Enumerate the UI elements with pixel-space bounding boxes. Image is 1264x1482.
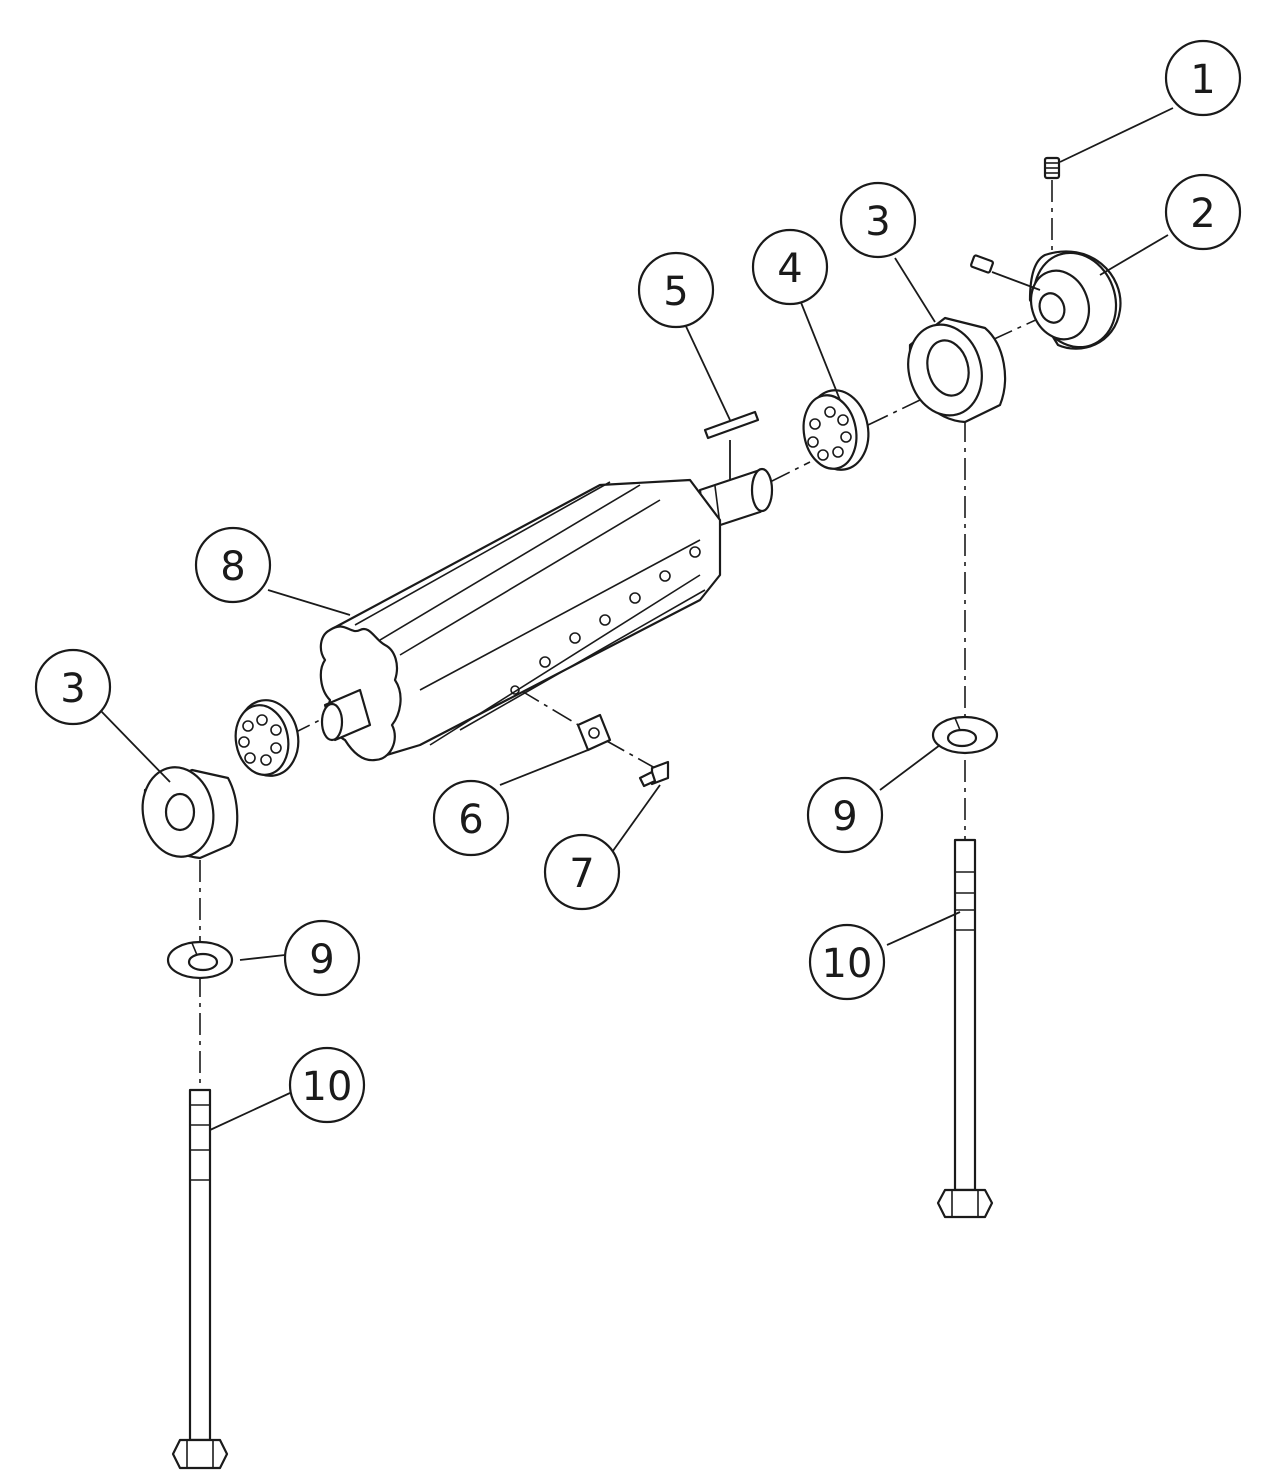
callout-3-right: 3	[839, 181, 917, 259]
callout-6: 6	[432, 779, 510, 857]
callout-9-left: 9	[283, 919, 361, 997]
pulley	[970, 250, 1122, 350]
callout-1-label: 1	[1190, 57, 1215, 103]
callout-8: 8	[194, 526, 272, 604]
bearing-right	[802, 389, 870, 471]
callout-7-label: 7	[569, 851, 594, 897]
carbide-insert	[499, 713, 612, 786]
callout-5-label: 5	[663, 269, 688, 315]
callout-9-right-label: 9	[832, 794, 857, 840]
callout-3-left-label: 3	[60, 666, 85, 712]
callout-9-right: 9	[806, 776, 884, 854]
callout-10-left-label: 10	[302, 1064, 353, 1110]
callout-5: 5	[637, 251, 715, 329]
bearing-housing-left	[141, 766, 239, 860]
shaft-key	[703, 410, 760, 480]
callout-4-label: 4	[777, 246, 802, 292]
callout-2-label: 2	[1190, 191, 1215, 237]
callout-7: 7	[543, 833, 621, 911]
callout-4: 4	[751, 228, 829, 306]
callout-1: 1	[1164, 39, 1242, 117]
callout-6-label: 6	[458, 797, 483, 843]
bearing-left	[234, 699, 300, 777]
set-screw-top	[1043, 156, 1061, 180]
callout-8-label: 8	[220, 544, 245, 590]
hex-bolt-left	[171, 1088, 229, 1470]
callout-9-left-label: 9	[309, 937, 334, 983]
callout-3-left: 3	[34, 648, 112, 726]
callout-10-right: 10	[808, 923, 886, 1001]
callout-10-right-label: 10	[822, 941, 873, 987]
callout-3-right-label: 3	[865, 199, 890, 245]
lock-washer-left	[166, 940, 234, 980]
callout-10-left: 10	[288, 1046, 366, 1124]
lock-washer-right	[931, 715, 999, 755]
leader-lines	[99, 107, 1174, 1131]
spiral-cutterhead	[319, 467, 774, 762]
callout-2: 2	[1164, 173, 1242, 251]
insert-screw	[609, 760, 670, 856]
bearing-housing-right	[907, 316, 1007, 424]
hex-bolt-right	[936, 838, 994, 1219]
